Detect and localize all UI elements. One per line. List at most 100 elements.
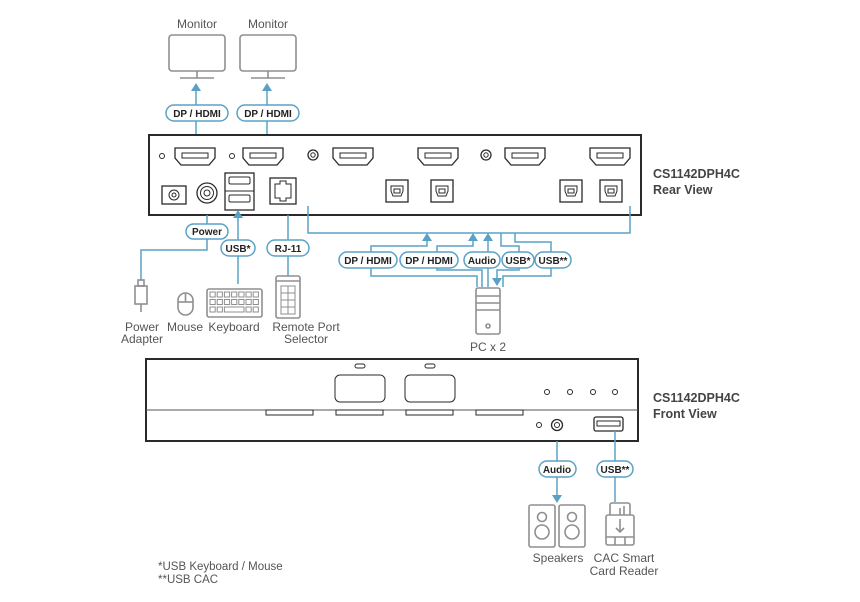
keypad-key: [280, 306, 289, 315]
arrow-up-icon: [422, 233, 432, 241]
foot: [475, 409, 524, 416]
keyboard-key: [216, 306, 223, 313]
keyboard-key: [238, 291, 245, 298]
rj11-cable: RJ-11: [266, 215, 310, 276]
keyboard-key: [231, 291, 238, 298]
keyboard-spacebar: [223, 306, 245, 313]
power-plug-icon: [134, 279, 148, 312]
pc-cable-bus: DP / HDMI DP / HDMI Audio USB* USB**: [307, 206, 631, 287]
hdmi-pc1-in-1: [332, 147, 374, 166]
cable-label-monitor-1: DP / HDMI: [173, 109, 221, 120]
cable-label-pc-usb: USB*: [505, 256, 530, 267]
pc-label: PC x 2: [470, 340, 506, 354]
led-indicator: [544, 389, 550, 395]
mouse-icon: [177, 292, 194, 316]
keyboard-key: [223, 299, 231, 305]
keyboard-key: [231, 299, 238, 305]
front-panel: [145, 358, 639, 442]
front-model-label: CS1142DPH4C: [653, 391, 740, 405]
speaker-icon: [528, 504, 556, 548]
keypad-key: [287, 292, 296, 301]
remote-port-selector: Remote Port Selector: [272, 275, 340, 346]
led-indicator: [567, 389, 573, 395]
speakers-label: Speakers: [533, 551, 584, 565]
front-audio-cable: Audio: [538, 441, 577, 503]
front-audio-jack: [550, 418, 564, 432]
hdmi-pc2-in-1: [504, 147, 546, 166]
front-view-label: Front View: [653, 407, 717, 421]
cable-label-pc-usb-cac: USB**: [539, 256, 568, 267]
hdmi-pc1-in-2: [417, 147, 459, 166]
screw-hole: [159, 153, 165, 159]
keyboard-key: [252, 299, 259, 305]
keypad-key: [287, 299, 296, 308]
keyboard-key: [223, 291, 231, 298]
rj11-port: [269, 177, 297, 205]
cable-label-monitor-2: DP / HDMI: [244, 109, 292, 120]
monitor-icon: [239, 34, 297, 79]
foot: [265, 409, 314, 416]
usb-b-pc2-b: [599, 179, 623, 203]
monitor-1: Monitor: [168, 17, 226, 79]
audio-jack-rear-2: [480, 149, 492, 161]
arrow-up-icon: [483, 233, 493, 241]
arrow-up-icon: [262, 83, 272, 91]
keyboard-key: [252, 291, 259, 298]
audio-jack-rear: [307, 149, 319, 161]
keyboard-key: [238, 299, 245, 305]
mouse: Mouse: [167, 292, 203, 334]
cable-label-power: Power: [192, 227, 222, 238]
power-dc-socket: [196, 182, 218, 204]
keyboard-key: [209, 291, 216, 298]
cable-label-rj11: RJ-11: [275, 244, 302, 255]
port-select-button-1: [334, 363, 386, 403]
keypad-key: [287, 285, 296, 294]
keyboard-icon: [206, 288, 263, 318]
speaker-icon: [558, 504, 586, 548]
keyboard-key: [245, 299, 252, 305]
keypad-key: [280, 299, 289, 308]
arrow-up-icon: [191, 83, 201, 91]
hdmi-pc2-in-2: [589, 147, 631, 166]
power-jack: [161, 185, 187, 205]
keyboard-key: [245, 291, 252, 298]
pc-tower-icon: [475, 287, 501, 335]
led-indicator: [612, 389, 618, 395]
usb-b-pc1-b: [430, 179, 454, 203]
monitor-2-label: Monitor: [248, 17, 288, 31]
keyboard-key: [209, 299, 216, 305]
front-usb-cable: USB**: [596, 431, 634, 502]
speakers: Speakers: [528, 504, 586, 565]
usb-b-pc2-a: [559, 179, 583, 203]
cac-label-1: CAC Smart: [594, 551, 655, 565]
footnote-1: *USB Keyboard / Mouse: [158, 561, 283, 573]
remote-label-1: Remote Port: [272, 320, 340, 334]
usb-b-pc1-a: [385, 179, 409, 203]
front-usb-port: [593, 416, 624, 432]
cable-label-usb-keyboard: USB*: [225, 244, 250, 255]
hdmi-console-out-1: [174, 147, 216, 166]
cable-label-pc-video-2: DP / HDMI: [405, 256, 453, 267]
arrow-up-icon: [468, 233, 478, 241]
monitor-2: Monitor: [239, 17, 297, 79]
cable-label-pc-video-1: DP / HDMI: [344, 256, 392, 267]
keyboard: Keyboard: [206, 288, 263, 334]
rear-panel: [148, 134, 642, 216]
arrow-up-icon: [233, 210, 243, 218]
monitor-1-label: Monitor: [177, 17, 217, 31]
cac-label-2: Card Reader: [590, 564, 659, 578]
screw-hole: [229, 153, 235, 159]
arrow-down-icon: [552, 495, 562, 503]
hdmi-console-out-2: [242, 147, 284, 166]
keyboard-key: [209, 306, 216, 313]
usb-a-ports: [224, 172, 255, 211]
keyboard-key: [216, 299, 223, 305]
monitor-1-cable: DP / HDMI: [165, 83, 229, 148]
led-indicator: [536, 422, 542, 428]
cable-label-pc-audio: Audio: [468, 256, 496, 267]
power-cable: Power: [140, 215, 229, 280]
cable-label-front-audio: Audio: [543, 465, 571, 476]
monitor-icon: [168, 34, 226, 79]
foot: [335, 409, 384, 416]
